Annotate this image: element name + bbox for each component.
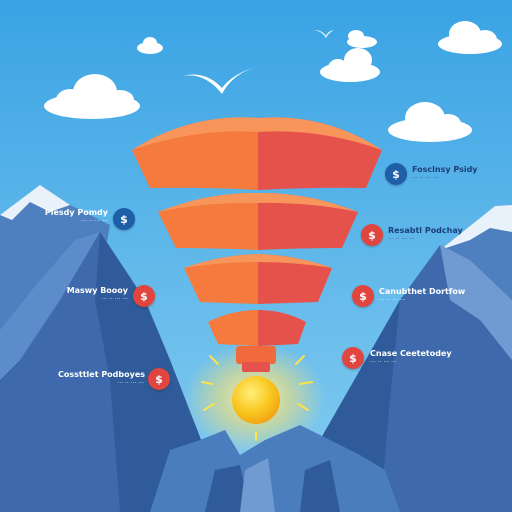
mountain-left-highlight bbox=[0, 232, 100, 380]
label-left-top: Plesdy Pomdy ··· ·· ··· ··· bbox=[32, 208, 108, 226]
dollar-badge-icon: $ bbox=[342, 347, 364, 369]
label-title: Cossttlet Podboyes bbox=[58, 370, 146, 379]
label-title: Resabtl Podchay bbox=[388, 226, 463, 235]
label-subtitle: ··· ·· ··· ··· bbox=[388, 236, 415, 243]
dollar-badge-icon: $ bbox=[133, 285, 155, 307]
label-title: Fosclnsy Psidy bbox=[412, 165, 478, 174]
foreground-rocks-light bbox=[240, 458, 275, 512]
funnel-neck bbox=[236, 346, 276, 364]
mountain-right-highlight bbox=[440, 245, 512, 360]
lightbulb-icon bbox=[232, 376, 280, 424]
label-subtitle: ··· ·· ··· ··· bbox=[101, 296, 128, 303]
funnel-tier-4 bbox=[208, 310, 306, 346]
label-left-bottom: Cossttlet Podboyes ··· ·· ··· ··· bbox=[58, 370, 146, 388]
dollar-badge-icon: $ bbox=[113, 208, 135, 230]
cloud-icon bbox=[438, 21, 502, 54]
mountain-snow-right bbox=[440, 205, 512, 250]
cloud-icon bbox=[137, 37, 163, 54]
mountain-snow-left bbox=[0, 185, 70, 220]
label-right-bottom: Cnase Ceetetodey ··· ·· ··· ··· bbox=[370, 349, 452, 367]
light-rays bbox=[201, 355, 313, 441]
cloud-icon bbox=[388, 102, 472, 142]
funnel-tier-3 bbox=[184, 254, 332, 304]
label-title: Maswy Boooy bbox=[66, 286, 128, 295]
label-left-mid: Maswy Boooy ··· ·· ··· ··· bbox=[52, 286, 128, 304]
label-subtitle: ··· ·· ··· ··· bbox=[370, 359, 397, 366]
bird-icon bbox=[314, 30, 334, 38]
label-subtitle: ··· ·· ··· ··· bbox=[412, 175, 439, 182]
funnel-neck-ring bbox=[242, 362, 270, 372]
foreground-rocks-dark bbox=[205, 465, 250, 512]
funnel-tier-2 bbox=[158, 192, 358, 250]
dollar-badge-icon: $ bbox=[385, 163, 407, 185]
label-right-mid-top: Resabtl Podchay ··· ·· ··· ··· bbox=[388, 226, 463, 244]
label-subtitle: ··· ·· ··· ··· bbox=[379, 297, 406, 304]
label-title: Canubthet Dortfow bbox=[379, 287, 466, 296]
foreground-rocks-dark bbox=[300, 460, 340, 512]
label-right-mid-bottom: Canubthet Dortfow ··· ·· ··· ··· bbox=[379, 287, 465, 305]
label-right-top: Fosclnsy Psidy ··· ·· ··· ··· bbox=[412, 165, 478, 183]
dollar-badge-icon: $ bbox=[361, 224, 383, 246]
dollar-badge-icon: $ bbox=[148, 368, 170, 390]
cloud-icon bbox=[44, 74, 140, 119]
cloud-icon bbox=[347, 30, 377, 48]
label-subtitle: ··· ·· ··· ··· bbox=[81, 218, 108, 225]
dollar-badge-icon: $ bbox=[352, 285, 374, 307]
bird-icon bbox=[182, 66, 258, 94]
label-title: Cnase Ceetetodey bbox=[370, 349, 452, 358]
funnel-tier-1 bbox=[132, 117, 382, 190]
label-subtitle: ··· ·· ··· ··· bbox=[117, 380, 144, 387]
label-title: Plesdy Pomdy bbox=[44, 208, 108, 217]
cloud-icon bbox=[320, 48, 380, 82]
